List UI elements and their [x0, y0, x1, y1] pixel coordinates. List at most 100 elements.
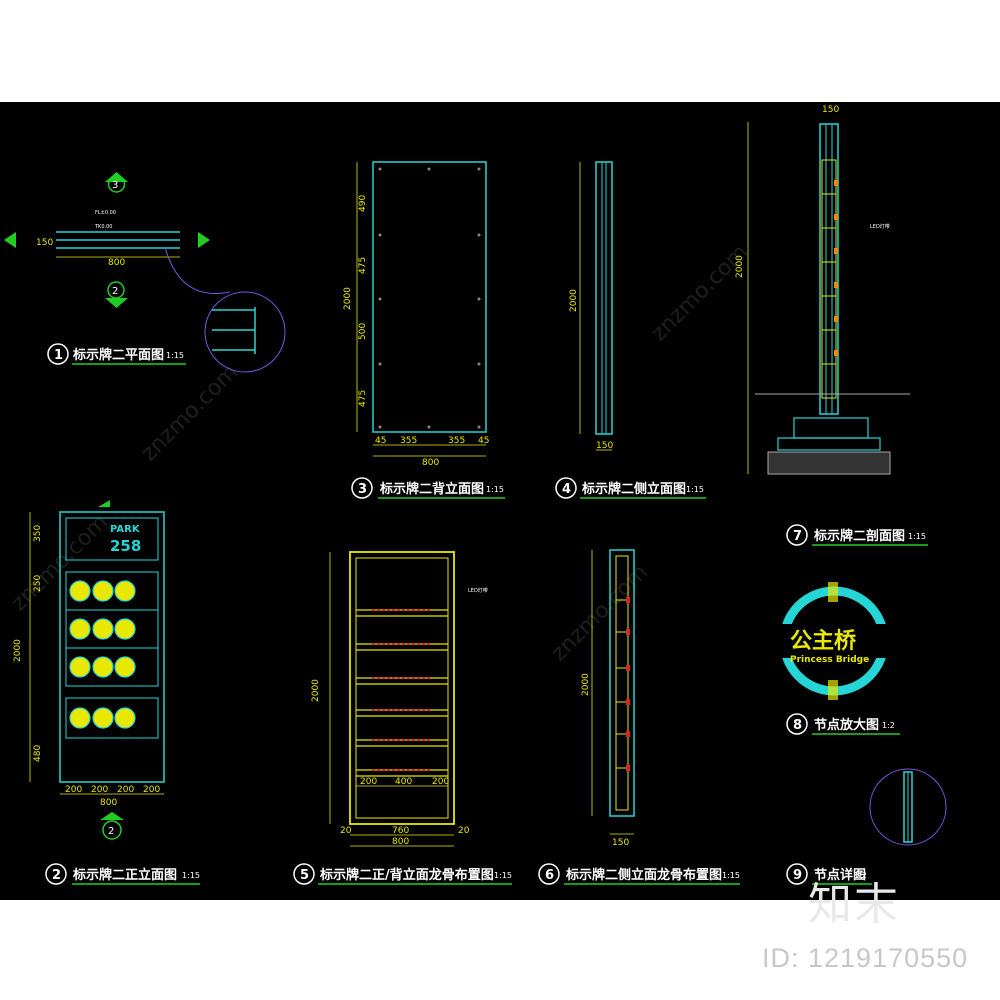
view-number: 6 [545, 868, 554, 883]
view-4-title: 4 标示牌二侧立面图 1:15 [555, 477, 706, 499]
view-title: 标示牌二正/背立面龙骨布置图 [319, 867, 494, 883]
inner-dim: 400 [395, 777, 412, 787]
view-number: 4 [562, 482, 571, 497]
watermark-id: ID: 1219170550 [762, 943, 969, 973]
height-dim: 2000 [569, 289, 579, 312]
bottom-dim: 45 [375, 436, 386, 446]
led-note: LED灯带 [468, 587, 488, 594]
view-scale: 1:15 [182, 871, 200, 880]
height-dim: 2000 [311, 679, 321, 702]
detail-circle [869, 768, 947, 846]
plan-width-dim: 800 [108, 258, 125, 268]
view-scale: 1:2 [882, 721, 895, 730]
watermark-text: znzmo.com [137, 360, 243, 466]
plaque-text-en: Princess Bridge [790, 655, 869, 665]
panel-outline [59, 511, 165, 783]
view-3-back-elevation: 2000 490 475 500 475 45 355 355 45 800 3… [343, 161, 505, 499]
view-scale: 1:15 [494, 871, 512, 880]
view-2-front-elevation: PARK 258 2000 350 250 480 200 200 200 20… [13, 500, 200, 885]
watermark-logo: 知末 [808, 879, 900, 930]
seg-dim: 490 [358, 195, 368, 212]
view-scale: 1:15 [908, 532, 926, 541]
view-8-node-detail: 公主桥 Princess Bridge 8 节点放大图 1:2 [770, 582, 900, 735]
view-title: 节点详图 [814, 867, 866, 883]
flag-icon [98, 500, 110, 507]
view-title: 标示牌二剖面图 [813, 528, 905, 544]
view-6-title: 6 标示牌二侧立面龙骨布置图 1:15 [538, 863, 740, 885]
view-1-title: 1 标示牌二平面图 1:15 [47, 343, 186, 365]
section-arrow-left [4, 232, 16, 248]
drawing-canvas: znzmo.com znzmo.com znzmo.com znzmo.com … [0, 102, 1000, 900]
panel-outline [372, 161, 487, 433]
width-dim: 800 [422, 458, 439, 468]
seg-dim: 500 [358, 323, 368, 340]
seg-dim: 475 [358, 257, 368, 274]
edge-dim: 20 [340, 826, 352, 836]
bottom-dim: 355 [448, 436, 465, 446]
header-panel [65, 517, 159, 561]
detail-leader [164, 246, 231, 294]
view-7-section: 2000 150 LED灯带 7 标示牌二剖面图 1:15 [735, 105, 928, 546]
cad-drawing: znzmo.com znzmo.com znzmo.com znzmo.com … [4, 105, 947, 885]
view-3-title: 3 标示牌二背立面图 1:15 [351, 477, 505, 499]
view-number: 8 [793, 718, 802, 733]
seg-dim: 350 [33, 525, 43, 542]
width-dim: 800 [392, 837, 409, 847]
view-title: 标示牌二平面图 [72, 347, 164, 363]
plaque-text-cn: 公主桥 [790, 628, 856, 654]
seg-dim: 250 [33, 575, 43, 592]
bottom-dim: 200 [65, 785, 82, 795]
view-1-plan: 3 FL±0.00 TK0.00 800 150 2 1 标示牌二平面图 1:1… [4, 172, 286, 373]
section-frame [821, 159, 837, 399]
view-scale: 1:15 [722, 871, 740, 880]
view-scale: 1:15 [166, 351, 184, 360]
side-outline [595, 161, 613, 435]
bottom-dim: 200 [91, 785, 108, 795]
height-dim: 2000 [581, 673, 591, 696]
view-number: 1 [54, 348, 63, 363]
top-dim: 150 [822, 105, 839, 115]
section-arrow-right [198, 232, 210, 248]
section-body [819, 123, 839, 415]
section-marker-2: 2 [105, 281, 128, 308]
frame-outline [349, 551, 455, 825]
view-5-framing: LED灯带 2000 200 400 200 20 760 20 800 5 标… [293, 551, 512, 885]
view-5-title: 5 标示牌二正/背立面龙骨布置图 1:15 [293, 863, 512, 885]
section-marker-2-bottom: 2 [100, 812, 124, 840]
bottom-dim: 200 [117, 785, 134, 795]
width-dim: 800 [100, 798, 117, 808]
view-7-title: 7 标示牌二剖面图 1:15 [786, 524, 928, 546]
tk-label: TK0.00 [94, 224, 112, 230]
view-4-side-elevation: 2000 150 4 标示牌二侧立面图 1:15 [555, 161, 706, 499]
width-dim: 150 [596, 441, 613, 451]
inner-width-dim: 760 [392, 826, 409, 836]
bottom-dim: 45 [478, 436, 489, 446]
footing-upper [793, 417, 869, 439]
view-9-node-detail: 9 节点详图 1:2 [786, 768, 947, 885]
view-title: 标示牌二侧立面龙骨布置图 [565, 867, 722, 883]
marker-label: 2 [108, 826, 114, 837]
section-marker-3: 3 [105, 172, 128, 193]
height-dim: 2000 [13, 639, 23, 662]
view-6-side-framing: 2000 150 6 标示牌二侧立面龙骨布置图 1:15 [538, 549, 740, 885]
view-number: 9 [793, 868, 802, 883]
view-title: 标示牌二侧立面图 [581, 481, 686, 497]
height-dim: 2000 [343, 287, 353, 310]
view-9-title: 9 节点详图 1:2 [786, 863, 872, 885]
view-2-title: 2 标示牌二正立面图 1:15 [45, 863, 200, 885]
view-number: 5 [300, 868, 309, 883]
view-title: 标示牌二正立面图 [72, 867, 177, 883]
seg-dim: 475 [358, 390, 368, 407]
seg-dim: 480 [33, 745, 43, 762]
bottom-dim: 200 [143, 785, 160, 795]
footing-base [767, 451, 891, 475]
width-dim: 150 [612, 838, 629, 848]
view-title: 节点放大图 [814, 717, 879, 733]
watermark-text: znzmo.com [547, 560, 653, 666]
plan-depth-dim: 150 [36, 238, 53, 248]
height-dim: 2000 [735, 255, 745, 278]
inner-dim: 200 [360, 777, 377, 787]
view-scale: 1:15 [686, 485, 704, 494]
view-number: 2 [52, 868, 61, 883]
node-plaque [770, 624, 890, 658]
